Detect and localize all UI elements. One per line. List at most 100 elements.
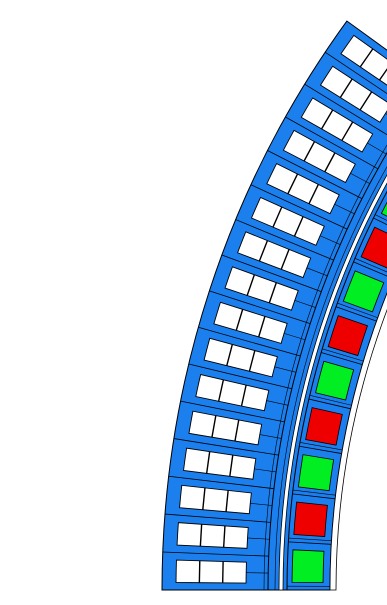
outer-divider bbox=[306, 267, 328, 277]
inner-slot-red bbox=[327, 315, 368, 357]
outer-slot bbox=[175, 559, 247, 584]
outer-divider bbox=[367, 142, 387, 155]
inner-slot-red bbox=[305, 407, 343, 446]
outer-slot-division bbox=[324, 152, 336, 173]
outer-slot-division bbox=[248, 350, 256, 372]
inner-divider bbox=[337, 302, 378, 319]
outer-divider bbox=[304, 83, 387, 136]
outer-divider bbox=[285, 116, 379, 170]
outer-slot-division bbox=[234, 419, 240, 442]
outer-slot bbox=[183, 447, 257, 480]
outer-slot-division bbox=[308, 184, 319, 204]
inner-divider bbox=[292, 489, 336, 496]
outer-slot bbox=[340, 34, 387, 86]
outer-divider bbox=[274, 366, 297, 373]
outer-slot-division bbox=[359, 91, 373, 111]
outer-slot-division bbox=[320, 109, 334, 130]
outer-slot-division bbox=[246, 274, 256, 296]
outer-divider bbox=[266, 400, 289, 406]
inner-slot-red bbox=[293, 501, 328, 537]
inner-divider bbox=[322, 348, 364, 362]
inner-slot-green bbox=[291, 549, 325, 584]
outer-slot-division bbox=[258, 316, 266, 338]
outer-divider bbox=[198, 326, 301, 357]
outer-slot bbox=[195, 374, 270, 412]
outer-divider bbox=[173, 438, 279, 456]
outer-divider bbox=[247, 537, 270, 540]
channel-gap bbox=[278, 174, 387, 591]
outer-slot bbox=[282, 129, 356, 184]
outer-slot-division bbox=[272, 206, 283, 228]
outer-slot bbox=[179, 484, 252, 515]
outer-slot-division bbox=[205, 451, 211, 474]
inner-divider bbox=[375, 214, 387, 221]
outer-slot-division bbox=[359, 48, 374, 68]
inner-divider bbox=[308, 398, 351, 410]
outer-slot-division bbox=[378, 68, 387, 81]
outer-slot bbox=[250, 196, 325, 246]
outer-slot bbox=[224, 266, 299, 311]
outer-divider bbox=[164, 513, 271, 523]
inner-slot-green bbox=[380, 201, 387, 217]
inner-divider bbox=[299, 445, 342, 454]
inner-divider bbox=[309, 395, 352, 406]
inner-divider bbox=[373, 217, 387, 226]
outer-divider bbox=[250, 184, 348, 230]
outer-slot-division bbox=[222, 525, 226, 548]
outer-slot-division bbox=[258, 240, 269, 262]
outer-slot-division bbox=[211, 415, 217, 438]
outer-slot-division bbox=[235, 309, 244, 331]
outer-divider bbox=[162, 551, 269, 557]
inner-divider bbox=[353, 261, 387, 277]
outer-slot bbox=[266, 162, 340, 215]
outer-divider bbox=[188, 363, 292, 390]
outer-slot-division bbox=[339, 78, 353, 98]
outer-slot-division bbox=[303, 141, 316, 162]
inner-divider bbox=[321, 352, 363, 365]
outer-divider bbox=[180, 400, 285, 423]
outer-divider bbox=[250, 503, 273, 506]
outer-divider bbox=[283, 333, 306, 341]
outer-slot-division bbox=[287, 173, 299, 195]
outer-slot-division bbox=[217, 379, 225, 402]
outer-slot-division bbox=[280, 249, 290, 270]
outer-divider bbox=[235, 219, 334, 261]
outer-divider bbox=[294, 300, 316, 308]
inner-divider bbox=[288, 541, 332, 545]
inner-lip bbox=[329, 292, 387, 591]
inner-slot-red bbox=[360, 226, 387, 269]
outer-slot bbox=[319, 65, 387, 123]
inner-divider bbox=[292, 493, 336, 500]
inner-divider bbox=[299, 442, 343, 451]
outer-band-boundary bbox=[267, 152, 387, 591]
outer-divider bbox=[254, 468, 277, 473]
outer-divider bbox=[324, 51, 387, 95]
outer-slot bbox=[300, 97, 374, 153]
outer-slot-division bbox=[293, 216, 304, 237]
outer-slot-division bbox=[226, 344, 233, 366]
outer-divider bbox=[334, 203, 355, 215]
outer-divider bbox=[259, 434, 282, 439]
inner-divider bbox=[354, 258, 387, 273]
outer-slot bbox=[203, 337, 278, 378]
inner-divider bbox=[335, 306, 377, 322]
outer-slot-division bbox=[240, 384, 247, 407]
inner-slot-green bbox=[297, 454, 335, 492]
outer-divider bbox=[350, 173, 370, 184]
outer-divider bbox=[209, 290, 311, 325]
outer-divider bbox=[221, 254, 322, 293]
outer-slot-division bbox=[202, 487, 206, 510]
channel-line bbox=[263, 144, 387, 591]
outer-slot bbox=[213, 301, 288, 344]
outer-divider bbox=[168, 475, 275, 490]
outer-slot-division bbox=[341, 121, 354, 141]
outer-divider bbox=[267, 150, 363, 200]
channel-line bbox=[274, 166, 387, 591]
inner-slot-green bbox=[342, 270, 385, 313]
outer-slot-division bbox=[225, 490, 229, 512]
outer-slot-division bbox=[199, 524, 203, 547]
outer-slot bbox=[188, 410, 263, 446]
outer-slot-division bbox=[229, 455, 234, 477]
